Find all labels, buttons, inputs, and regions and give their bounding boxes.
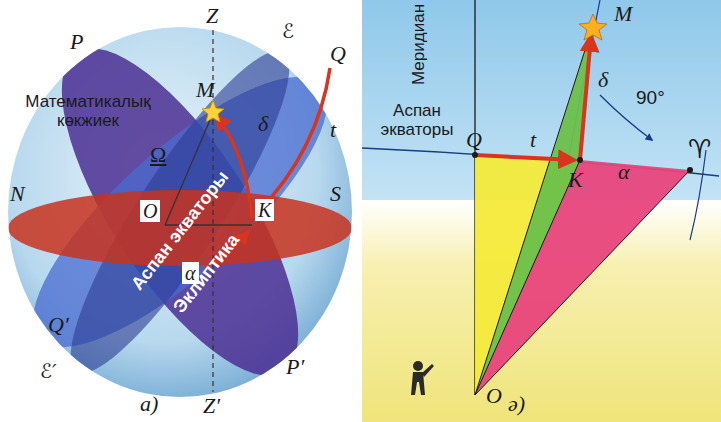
plane-name: Математикалық көкжиек: [8, 93, 168, 130]
point-letter: Q: [330, 42, 346, 66]
angle-letter: t: [530, 128, 536, 152]
point-letter: O: [486, 384, 502, 408]
point-letter: Q: [466, 128, 482, 152]
point-letter: K: [568, 168, 583, 192]
point-letter: K: [255, 199, 274, 221]
point-letter: O: [140, 200, 160, 222]
point-letter: N: [10, 182, 25, 206]
angle-value: 90°: [636, 88, 665, 109]
point-letter: Q′: [48, 313, 69, 337]
celestial-sphere: [0, 16, 363, 409]
equinox-symbol: ♈: [688, 135, 711, 164]
panel-label: a): [140, 392, 158, 416]
line-name: Аспан экваторы: [372, 102, 462, 139]
point-letter: Z′: [203, 394, 220, 418]
observer-view: [362, 0, 721, 422]
point-letter: S: [330, 182, 341, 206]
angle-letter: α: [618, 160, 630, 184]
observer-figure: [411, 361, 434, 395]
point-letter: ℰ′: [40, 360, 57, 382]
point-letter: P′: [286, 355, 304, 379]
angle-letter: δ: [598, 68, 608, 92]
point-letter: M: [614, 2, 632, 26]
point-letter: P: [70, 30, 83, 54]
panel-label: ә): [508, 392, 525, 416]
point-letter: ℰ: [282, 20, 294, 42]
angle-letter: t: [330, 118, 336, 142]
point-letter: Ω: [150, 143, 166, 167]
angle-letter: δ: [258, 112, 268, 136]
line-name: Меридиан: [410, 4, 429, 85]
point-letter: M: [196, 78, 214, 102]
point-letter: Z: [206, 4, 218, 28]
